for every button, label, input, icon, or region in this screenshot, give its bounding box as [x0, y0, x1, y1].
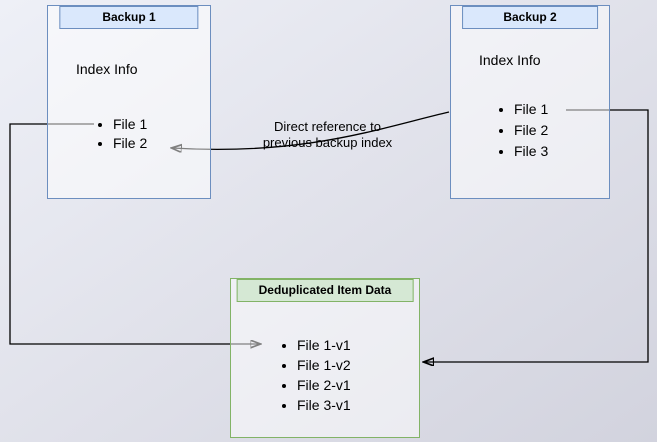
arrow-annotation-label: Direct reference to previous backup inde…	[262, 119, 393, 150]
list-item: File 1-v1	[297, 335, 351, 355]
backup2-title: Backup 2	[462, 6, 598, 29]
dedup-file-list: File 1-v1 File 1-v2 File 2-v1 File 3-v1	[280, 335, 351, 415]
backup1-index-info-label: Index Info	[76, 61, 138, 77]
list-item: File 2	[113, 134, 147, 153]
list-item: File 1-v2	[297, 355, 351, 375]
dedup-title: Deduplicated Item Data	[236, 279, 414, 302]
backup1-file-list: File 1 File 2	[96, 115, 147, 153]
list-item: File 1	[113, 115, 147, 134]
list-item: File 2	[514, 120, 548, 141]
backup2-index-info-label: Index Info	[479, 52, 541, 68]
backup2-box: Backup 2 Index Info File 1 File 2 File 3	[450, 5, 610, 199]
backup1-title: Backup 1	[59, 6, 199, 29]
backup1-box: Backup 1 Index Info File 1 File 2	[47, 5, 211, 199]
deduplicated-item-data-box: Deduplicated Item Data File 1-v1 File 1-…	[230, 278, 420, 438]
list-item: File 3	[514, 141, 548, 162]
list-item: File 3-v1	[297, 395, 351, 415]
backup2-file-list: File 1 File 2 File 3	[497, 99, 548, 162]
list-item: File 1	[514, 99, 548, 120]
list-item: File 2-v1	[297, 375, 351, 395]
